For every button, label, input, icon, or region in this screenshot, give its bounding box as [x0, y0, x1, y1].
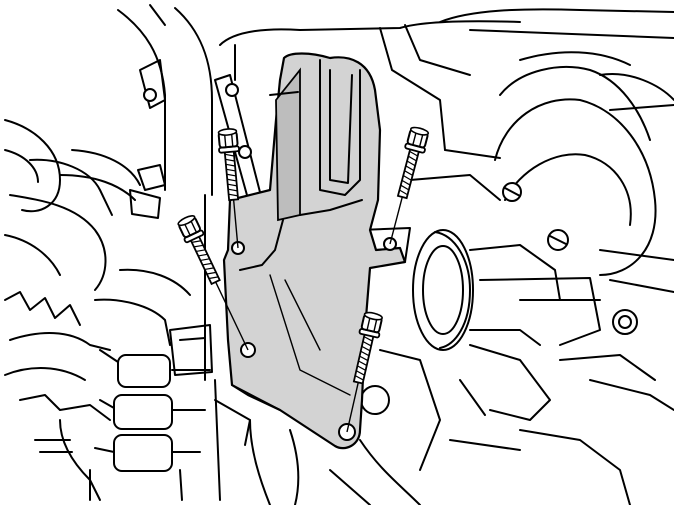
- engine-mount-bracket: [222, 52, 407, 450]
- mount-bolts: [177, 126, 430, 433]
- bolt-icon: [177, 215, 249, 351]
- background-engine-parts: [4, 4, 674, 505]
- bolt-icon: [346, 311, 383, 433]
- bolt-icon: [217, 128, 240, 249]
- bolt-icon: [389, 126, 430, 245]
